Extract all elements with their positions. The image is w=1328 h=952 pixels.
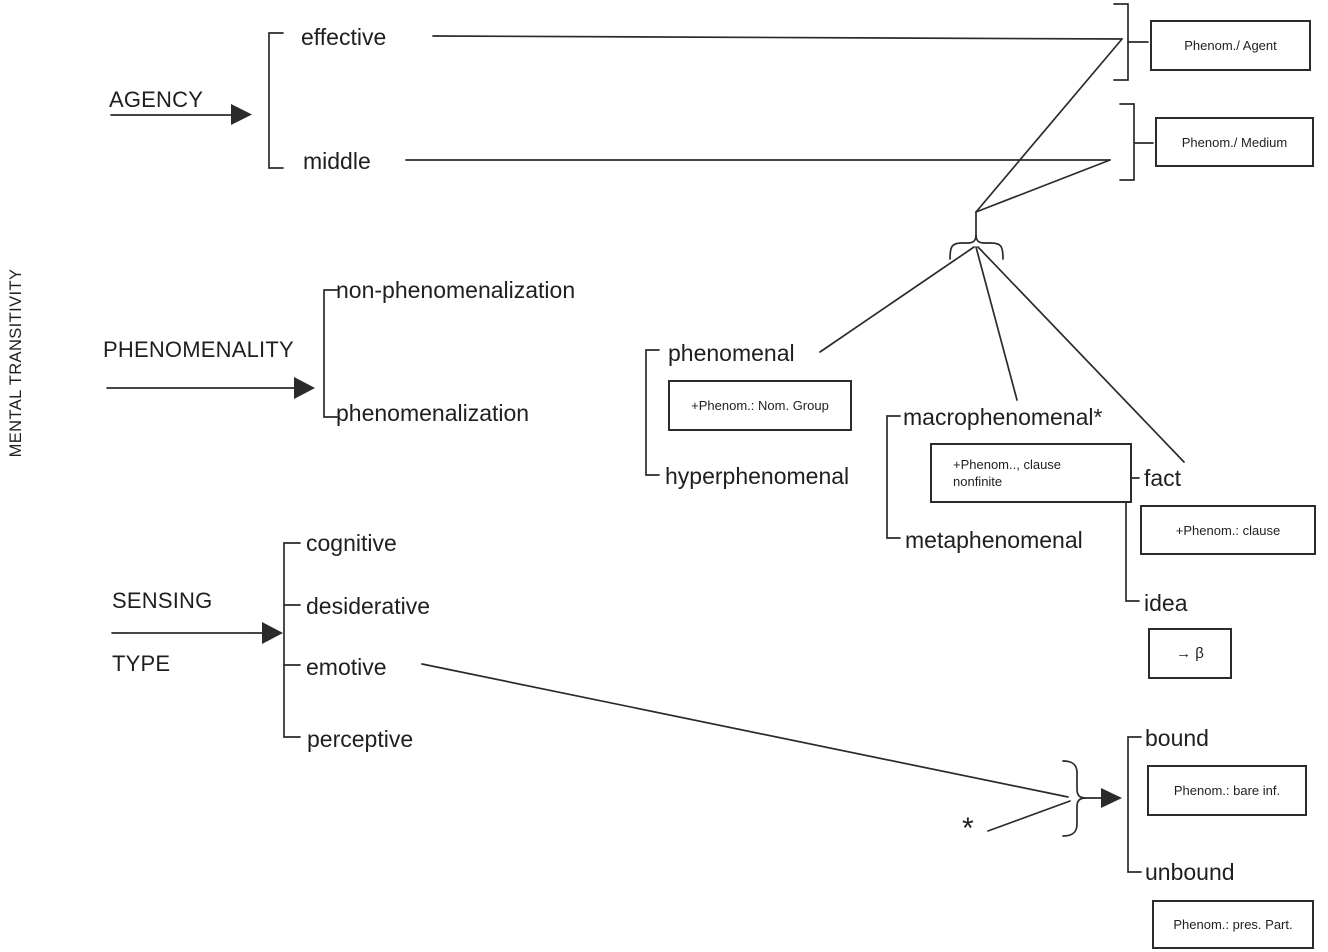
option-cognitive: cognitive <box>306 530 397 556</box>
realization-box-phenom-agent: Phenom./ Agent <box>1150 20 1311 71</box>
option-non-phenomenalization: non-phenomenalization <box>336 277 576 303</box>
phenomenality-arrow <box>106 377 315 399</box>
option-bound: bound <box>1145 725 1209 751</box>
effective-junction-diagonal <box>975 38 1123 213</box>
boundedness-arrow <box>1085 788 1122 808</box>
option-phenomenalization: phenomenalization <box>336 400 530 426</box>
axis-label: MENTAL TRANSITIVITY <box>7 268 25 458</box>
emotive-diagonal <box>421 663 1069 798</box>
sensing-type-label-line2: TYPE <box>112 651 171 676</box>
option-fact: fact <box>1144 465 1182 491</box>
realization-box-clause-nonfinite: +Phenom.., clause nonfinite <box>930 443 1132 503</box>
agency-bracket <box>268 32 284 169</box>
effective-realization-bracket <box>1113 3 1129 81</box>
middle-junction-diagonal <box>975 159 1111 213</box>
middle-realization-bracket <box>1119 103 1135 181</box>
option-macrophenomenal: macrophenomenal* <box>903 404 1103 430</box>
realization-clause-nonfinite-line2: nonfinite <box>953 474 1003 489</box>
option-hyperphenomenal: hyperphenomenal <box>665 463 850 489</box>
realization-box-pres-part: Phenom.: pres. Part. <box>1152 900 1314 949</box>
option-middle: middle <box>303 148 371 174</box>
junction-brace <box>949 234 1004 260</box>
realization-beta-text: → β <box>1176 645 1204 662</box>
realization-clause-nonfinite-text: +Phenom.., clause nonfinite <box>953 456 1061 490</box>
realization-phenom-agent-text: Phenom./ Agent <box>1184 38 1277 53</box>
effective-line <box>432 35 1123 40</box>
asterisk-marker: * <box>962 812 974 845</box>
realization-clause-nonfinite-line1: +Phenom.., clause <box>953 457 1062 472</box>
realization-phenom-medium-text: Phenom./ Medium <box>1181 134 1288 150</box>
realization-box-phenom-clause: +Phenom.: clause <box>1140 505 1316 555</box>
option-emotive: emotive <box>306 654 387 680</box>
sensing-type-label-line1: SENSING <box>112 588 213 613</box>
realization-bare-inf-text: Phenom.: bare inf. <box>1173 783 1281 798</box>
fan-line-phenomenal <box>819 246 975 353</box>
phenomenality-bracket <box>323 289 338 418</box>
option-metaphenomenal: metaphenomenal <box>905 527 1083 553</box>
boundedness-brace <box>1062 760 1087 837</box>
asterisk-line <box>987 800 1071 832</box>
hyperphenomenal-bracket <box>886 415 901 539</box>
option-idea: idea <box>1144 590 1188 616</box>
agency-system-label: AGENCY <box>109 87 204 112</box>
option-phenomenal: phenomenal <box>668 340 795 366</box>
option-effective: effective <box>301 24 387 50</box>
realization-box-nom-group: +Phenom.: Nom. Group <box>668 380 852 431</box>
fan-line-macrophenomenal <box>975 246 1018 401</box>
realization-box-beta: → β <box>1148 628 1232 679</box>
realization-nom-group-text: +Phenom.: Nom. Group <box>691 398 829 413</box>
phenomenal-bracket <box>645 349 660 476</box>
realization-box-bare-inf: Phenom.: bare inf. <box>1147 765 1307 816</box>
realization-phenom-clause-text: +Phenom.: clause <box>1175 522 1281 538</box>
realization-box-phenom-medium: Phenom./ Medium <box>1155 117 1314 167</box>
option-perceptive: perceptive <box>307 726 414 752</box>
boundedness-bracket <box>1127 736 1142 873</box>
sensing-type-bracket <box>283 542 301 738</box>
option-desiderative: desiderative <box>306 593 431 619</box>
option-unbound: unbound <box>1145 859 1235 885</box>
sensing-type-arrow <box>111 622 283 644</box>
realization-pres-part-text: Phenom.: pres. Part. <box>1173 917 1293 932</box>
phenomenality-system-label: PHENOMENALITY <box>103 337 294 362</box>
